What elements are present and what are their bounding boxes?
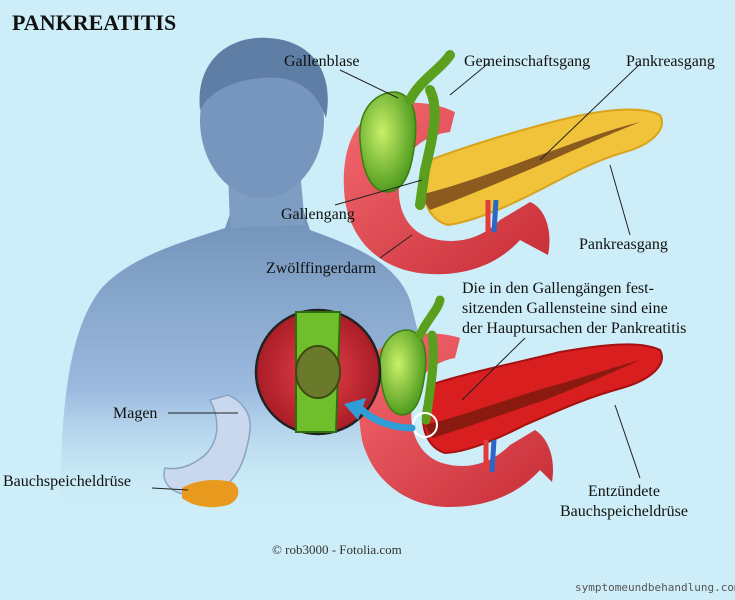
stomach-illustration bbox=[163, 394, 251, 508]
leader-gallbladder bbox=[339, 69, 399, 99]
label-duodenum: Zwölffingerdarm bbox=[266, 260, 376, 277]
zoom-arrow-head bbox=[344, 398, 366, 420]
gallstone-caption: Die in den Gallengängen fest- sitzenden … bbox=[462, 279, 730, 339]
label-gallbladder: Gallenblase bbox=[284, 53, 360, 70]
label-pancreatic-duct-lower: Pankreasgang bbox=[579, 236, 668, 253]
label-inflamed-pancreas: Entzündete Bauchspeicheldrüse bbox=[560, 482, 688, 522]
vein-lower bbox=[489, 439, 497, 473]
upper-anatomy bbox=[343, 50, 663, 275]
leader-bile-duct bbox=[334, 179, 423, 206]
caption-line-3: der Hauptursachen der Pankreatitis bbox=[462, 320, 687, 337]
leader-common-duct bbox=[449, 61, 491, 96]
label-pancreatic-duct-top: Pankreasgang bbox=[626, 53, 715, 70]
vein-upper bbox=[491, 199, 499, 233]
pancreas-healthy bbox=[422, 108, 663, 227]
label-pancreas: Bauchspeicheldrüse bbox=[3, 473, 131, 490]
leader-caption bbox=[461, 337, 526, 401]
hair bbox=[199, 37, 328, 118]
caption-line-1: Die in den Gallengängen fest- bbox=[462, 280, 654, 297]
copyright-text: © rob3000 - Fotolia.com bbox=[272, 542, 402, 557]
zoom-gallstone bbox=[295, 345, 341, 399]
gallbladder-upper bbox=[359, 91, 417, 193]
leader-pancreas bbox=[151, 487, 189, 491]
common-bile-duct-lower bbox=[415, 295, 445, 425]
zoom-arrow bbox=[358, 406, 416, 432]
common-bile-duct-upper bbox=[405, 50, 455, 210]
small-pancreas bbox=[182, 480, 239, 508]
pancreatic-duct-upper bbox=[420, 122, 640, 210]
label-stomach: Magen bbox=[113, 405, 158, 422]
leader-pancreatic-duct-top bbox=[539, 63, 641, 161]
label-bile-duct: Gallengang bbox=[281, 206, 355, 223]
pancreatic-duct-lower bbox=[425, 360, 640, 438]
leader-lines bbox=[151, 61, 641, 491]
inflamed-line-1: Entzündete bbox=[587, 483, 660, 500]
lower-anatomy bbox=[359, 295, 663, 508]
zoom-inset bbox=[254, 308, 382, 436]
caption-line-2: sitzenden Gallensteine sind eine bbox=[462, 300, 668, 317]
inflamed-line-2: Bauchspeicheldrüse bbox=[560, 503, 688, 520]
leader-duodenum bbox=[379, 234, 413, 259]
leader-inflamed bbox=[614, 404, 641, 479]
leader-pancreatic-duct-lower bbox=[609, 164, 631, 236]
gallbladder-lower bbox=[379, 329, 427, 416]
watermark-text: symptomeundbehandlung.com bbox=[575, 581, 735, 594]
page-title: PANKREATITIS bbox=[12, 10, 177, 35]
torso bbox=[60, 200, 420, 520]
human-silhouette bbox=[60, 37, 420, 520]
label-common-duct: Gemeinschaftsgang bbox=[464, 53, 591, 70]
